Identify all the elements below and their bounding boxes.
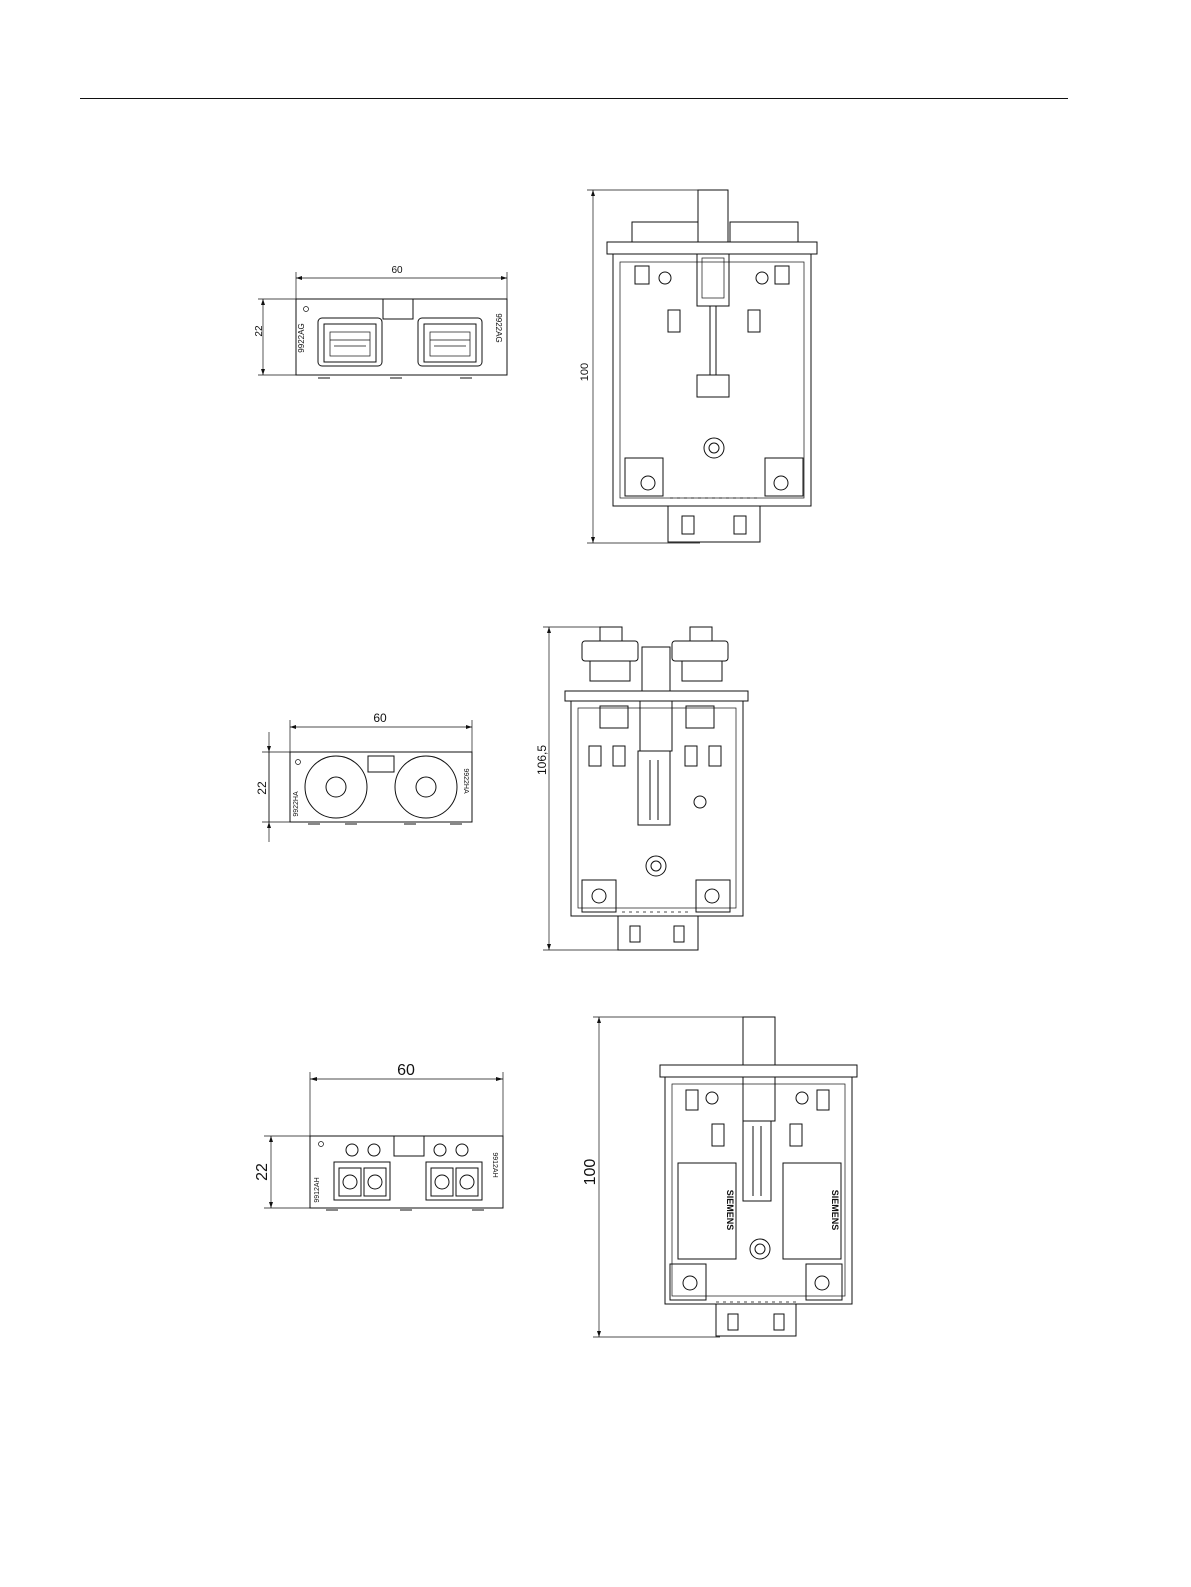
drawing-2-label-right: 9922HA	[462, 768, 469, 794]
drawing-1-label-left: 9922AG	[297, 323, 306, 352]
drawing-3-side-view: 100 SIEMENS SIEMENS	[582, 1017, 857, 1337]
drawing-1-front-view: 60 22 9922AG 9922AG	[254, 265, 507, 378]
drawing-3-brand-right: SIEMENS	[830, 1190, 840, 1231]
drawing-2-side-height-label: 106,5	[535, 745, 549, 775]
drawing-2-label-left: 9922HA	[293, 791, 300, 817]
drawing-2-side-view: 106,5	[535, 627, 748, 950]
drawing-3-label-right: 9912AH	[491, 1152, 498, 1177]
drawing-3-height-label: 22	[254, 1163, 271, 1181]
drawing-1-height-label: 22	[254, 325, 265, 337]
drawing-1-side-view: 100	[579, 190, 817, 543]
drawing-1-width-label: 60	[391, 265, 403, 276]
drawing-3-side-height-label: 100	[582, 1159, 599, 1186]
drawing-3-label-left: 9912AH	[314, 1177, 321, 1202]
drawing-1-side-height-label: 100	[579, 363, 591, 381]
drawing-2-width-label: 60	[373, 711, 387, 725]
drawing-2-front-view: 60 22 9922HA 9922HA	[255, 711, 472, 842]
drawing-3-brand-left: SIEMENS	[725, 1190, 735, 1231]
drawing-3-width-label: 60	[397, 1062, 415, 1079]
drawing-3-front-view: 60 22 9912AH 9912AH	[254, 1062, 503, 1210]
drawing-1-label-right: 9922AG	[494, 313, 503, 342]
drawing-2-height-label: 22	[255, 781, 269, 795]
